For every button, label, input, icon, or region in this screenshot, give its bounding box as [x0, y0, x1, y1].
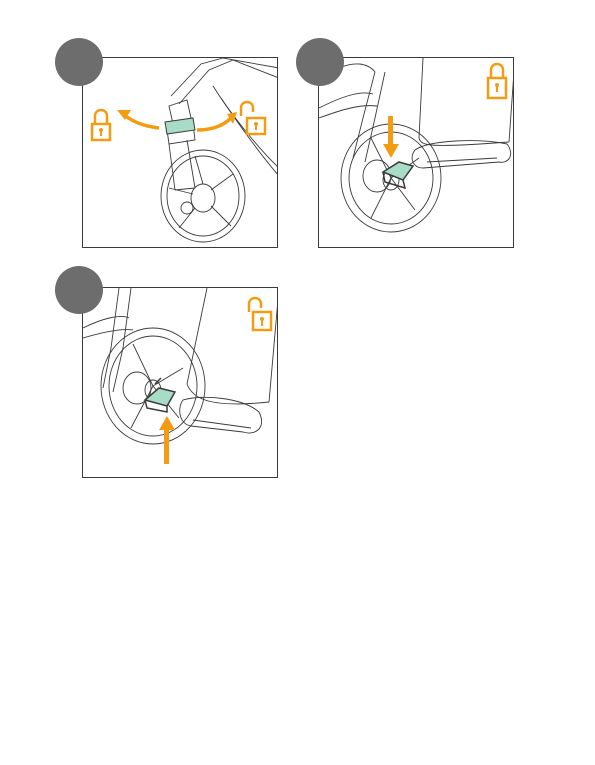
step-2-panel	[318, 57, 514, 248]
step-3-illustration	[83, 288, 278, 478]
step-3-panel	[82, 287, 278, 478]
lock-icon	[92, 110, 110, 140]
step-badge-1	[55, 38, 103, 86]
step-badge-3	[55, 266, 103, 314]
step-badge-2	[296, 38, 344, 86]
step-1-panel	[82, 57, 278, 248]
step-2-illustration	[319, 58, 514, 248]
lock-icon	[488, 64, 506, 98]
unlock-icon	[249, 298, 271, 330]
step-1-illustration	[83, 58, 278, 248]
